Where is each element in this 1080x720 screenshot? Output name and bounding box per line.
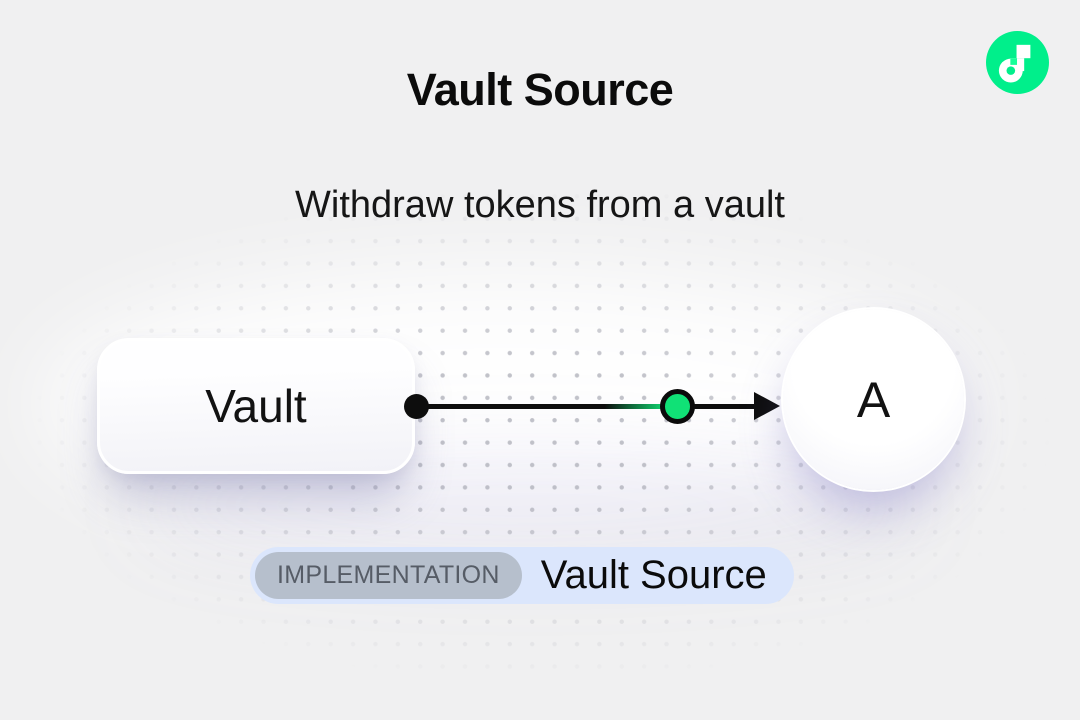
account-node: A xyxy=(783,309,964,490)
vault-node: Vault xyxy=(97,338,415,474)
implementation-badge: IMPLEMENTATION Vault Source xyxy=(250,547,794,604)
page-subtitle: Withdraw tokens from a vault xyxy=(295,184,785,226)
vault-node-label: Vault xyxy=(205,380,307,432)
implementation-label: Vault Source xyxy=(540,553,767,597)
flow-logo-icon xyxy=(986,31,1049,94)
page-title: Vault Source xyxy=(406,64,674,115)
implementation-tag: IMPLEMENTATION xyxy=(255,552,522,599)
account-node-label: A xyxy=(856,371,891,428)
token-dot-icon xyxy=(660,389,695,424)
edge-line-left xyxy=(416,404,678,409)
arrowhead-icon xyxy=(754,392,780,420)
edge-line-right xyxy=(694,404,755,409)
